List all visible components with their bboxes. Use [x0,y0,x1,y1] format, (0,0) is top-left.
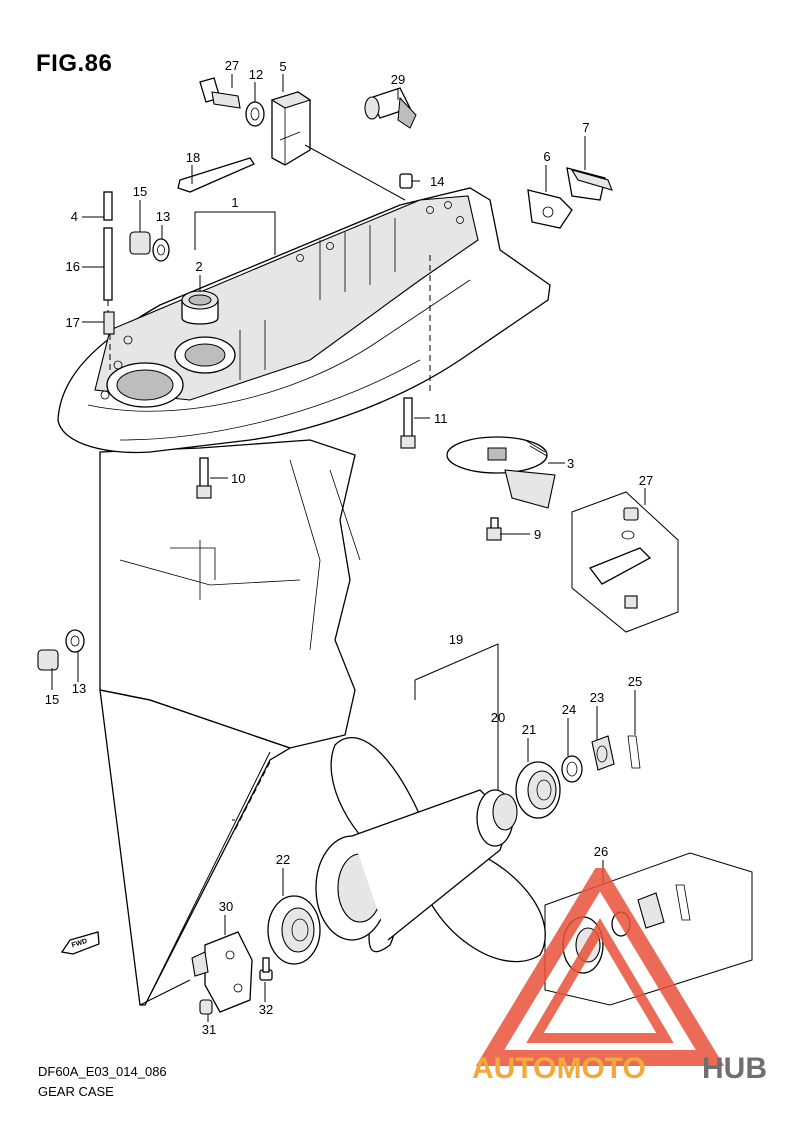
callout-13-lower: 13 [72,681,86,696]
callout-15-lower: 15 [45,692,59,707]
figure-title: FIG.86 [36,50,113,77]
callout-11: 11 [434,411,448,426]
callout-8: 27 [225,58,239,73]
callout-32: 32 [259,1002,273,1017]
callout-22: 22 [276,852,290,867]
callout-5: 5 [279,59,286,74]
callout-31: 31 [202,1022,216,1037]
callout-26: 26 [594,844,608,859]
callout-labels: 27 12 5 29 7 6 18 14 15 1 4 13 2 16 17 1… [45,58,653,1037]
washer-24 [561,755,583,783]
callout-1: 1 [231,195,238,210]
callout-24: 24 [562,702,576,717]
leader-lines [51,74,646,1022]
automotohub-watermark-logo: AUTOMOTO HUB [472,868,767,1085]
watermark-text-automoto: AUTOMOTO [472,1052,646,1085]
plug-31 [199,999,213,1015]
bracket-6 [527,189,573,229]
bearing-2 [181,290,219,325]
bolt-10 [196,457,212,499]
figure-footer: DF60A_E03_014_086 GEAR CASE [38,1062,167,1102]
callout-12: 12 [249,67,263,82]
kit-27 [571,491,679,633]
callout-3: 3 [567,456,574,471]
callout-10: 10 [231,471,245,486]
callout-13-upper: 13 [156,209,170,224]
bolt-11 [400,397,416,449]
callout-23: 23 [590,690,604,705]
gear-case-housing [57,187,551,1006]
callout-9: 9 [534,527,541,542]
callout-27: 27 [639,473,653,488]
plug-29 [364,87,417,129]
washer-12 [245,101,265,127]
callout-18: 18 [186,150,200,165]
callout-29: 29 [391,72,405,87]
callout-17: 17 [66,315,80,330]
nut-23 [591,735,615,771]
screw-32 [259,957,273,981]
bracket-7 [566,167,613,201]
callout-25: 25 [628,674,642,689]
fwd-label: FWD [71,938,88,950]
thrust-washer-22 [267,895,321,965]
dowel-14 [399,173,413,189]
thrust-washer-21 [515,761,561,819]
callout-30: 30 [219,899,233,914]
callout-7: 7 [582,120,589,135]
figure-code: DF60A_E03_014_086 [38,1064,167,1079]
bolt-9 [486,517,502,541]
callout-19: 19 [449,632,463,647]
anode-3 [446,436,556,509]
cover-5 [270,91,312,166]
callout-21: 21 [522,722,536,737]
speedometer-fitting-30 [191,931,253,1013]
callout-14: 14 [430,174,444,189]
cotter-pin-25 [627,735,641,769]
callout-20: 20 [491,710,505,725]
callout-6: 6 [543,149,550,164]
propeller-20 [315,736,546,963]
stud-4-16-17 [103,191,115,370]
callout-4: 4 [71,209,78,224]
figure-name: GEAR CASE [38,1084,114,1099]
clamp-18 [177,157,255,193]
plug-15-washer-13-upper [129,231,170,262]
callout-16: 16 [66,259,80,274]
fwd-arrow-icon: FWD [60,931,100,955]
bolt-8 [199,77,241,109]
callout-2: 2 [195,259,202,274]
plug-15-washer-13-lower [37,629,85,671]
watermark-text-hub: HUB [702,1052,767,1085]
callout-15-upper: 15 [133,184,147,199]
